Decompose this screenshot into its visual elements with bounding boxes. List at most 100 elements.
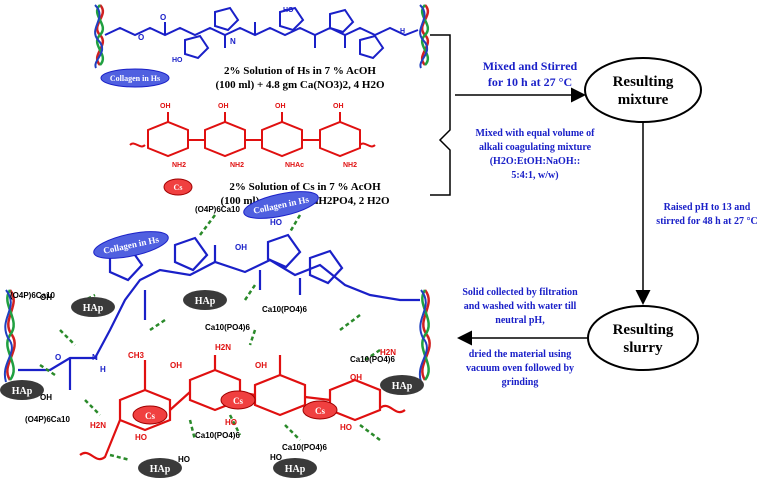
step1-line2: for 10 h at 27 °C xyxy=(488,75,572,89)
svg-text:OH: OH xyxy=(255,361,267,370)
step4-line3: neutral pH, xyxy=(495,315,545,326)
cs-badge: Cs xyxy=(302,400,338,420)
step5-line3: grinding xyxy=(502,377,539,388)
svg-text:H: H xyxy=(100,365,106,374)
atom-ho: HO xyxy=(283,7,294,14)
chitosan-atoms-top: OH OH OH OH NH2 NH2 NHAc NH2 xyxy=(160,103,357,169)
svg-text:N: N xyxy=(92,353,98,362)
svg-text:HAp: HAp xyxy=(195,296,216,307)
atom-nh2: NH2 xyxy=(230,162,244,169)
collagen-atoms-top: O O HO HO N H xyxy=(138,7,405,64)
cs-label: Cs xyxy=(174,183,183,192)
atom-ho: HO xyxy=(172,57,183,64)
svg-text:HAp: HAp xyxy=(392,381,413,392)
step2-line2: alkali coagulating mixture xyxy=(479,142,592,153)
hap-particle: HAp xyxy=(273,458,317,478)
collagen-hs-badge: Collagen in Hs xyxy=(243,191,319,219)
svg-text:OH: OH xyxy=(40,393,52,402)
svg-text:Cs: Cs xyxy=(145,411,155,421)
svg-text:(O4P)6Ca10: (O4P)6Ca10 xyxy=(10,291,55,300)
collagen-hs-badge-top: Collagen in Hs xyxy=(100,68,170,88)
svg-text:(O4P)6Ca10: (O4P)6Ca10 xyxy=(195,205,240,214)
svg-text:HO: HO xyxy=(135,433,147,442)
svg-text:Ca10(PO4)6: Ca10(PO4)6 xyxy=(262,305,307,314)
atom-oh: OH xyxy=(160,103,171,110)
atom-oh: OH xyxy=(333,103,344,110)
cs-badge-top: Cs xyxy=(163,178,193,196)
hs-solution-line2: (100 ml) + 4.8 gm Ca(NO3)2, 4 H2O xyxy=(215,79,385,91)
svg-text:Cs: Cs xyxy=(315,406,325,416)
svg-text:HAp: HAp xyxy=(83,303,104,314)
ca-phosphate-labels: (O4P)6Ca10 (O4P)6Ca10 (O4P)6Ca10 Ca10(PO… xyxy=(10,205,395,452)
collagen-hs-label: Collagen in Hs xyxy=(110,74,160,83)
svg-text:OH: OH xyxy=(350,373,362,382)
svg-text:HO: HO xyxy=(178,455,190,464)
svg-text:Ca10(PO4)6: Ca10(PO4)6 xyxy=(282,443,327,452)
svg-text:HO: HO xyxy=(340,423,352,432)
svg-text:H2N: H2N xyxy=(90,421,106,430)
svg-text:HAp: HAp xyxy=(12,386,33,397)
svg-text:HO: HO xyxy=(270,453,282,462)
step3-line2: stirred for 48 h at 27 °C xyxy=(656,216,757,227)
atom-o: O xyxy=(160,13,166,22)
step5-line1: dried the material using xyxy=(469,349,572,360)
svg-text:(O4P)6Ca10: (O4P)6Ca10 xyxy=(25,415,70,424)
atom-oh: OH xyxy=(275,103,286,110)
collagen-hs-badge: Collagen in Hs xyxy=(93,231,169,259)
svg-text:CH3: CH3 xyxy=(128,351,145,360)
node1-line2: mixture xyxy=(618,92,669,108)
step2-line4: 5:4:1, w/w) xyxy=(511,170,558,181)
chitosan-chain-top xyxy=(129,112,376,158)
svg-text:O: O xyxy=(55,353,61,362)
hap-particle: HAp xyxy=(183,290,227,310)
svg-text:Cs: Cs xyxy=(233,396,243,406)
svg-text:Ca10(PO4)6: Ca10(PO4)6 xyxy=(205,323,250,332)
svg-text:OH: OH xyxy=(40,293,52,302)
composite-atom-labels: N H CH3 O OH OH OH HO H2N H2N H2N OH OH … xyxy=(40,218,396,464)
svg-text:HO: HO xyxy=(225,418,237,427)
hap-particle: HAp xyxy=(71,297,115,317)
node1-line1: Resulting xyxy=(613,74,674,90)
node2-line2: slurry xyxy=(623,340,663,356)
svg-text:Ca10(PO4)6: Ca10(PO4)6 xyxy=(350,355,395,364)
atom-nh2: NH2 xyxy=(343,162,357,169)
atom-n: N xyxy=(230,37,236,46)
step2-line3: (H2O:EtOH:NaOH:: xyxy=(490,156,581,167)
node-resulting-mixture: Resulting mixture xyxy=(584,57,702,123)
step4-line2: and washed with water till xyxy=(464,301,577,312)
hap-particle: HAp xyxy=(380,375,424,395)
collagen-backbone-top xyxy=(104,6,419,60)
svg-text:HO: HO xyxy=(270,218,282,227)
step3-line1: Raised pH to 13 and xyxy=(664,202,751,213)
svg-text:Ca10(PO4)6: Ca10(PO4)6 xyxy=(195,431,240,440)
cs-badge: Cs xyxy=(220,390,256,410)
svg-text:OH: OH xyxy=(170,361,182,370)
dna-helix-bottom xyxy=(3,289,431,383)
svg-text:OH: OH xyxy=(235,243,247,252)
collagen-backbone-bottom xyxy=(18,233,420,390)
svg-text:HAp: HAp xyxy=(150,464,171,475)
cs-solution-line1: 2% Solution of Cs in 7 % AcOH xyxy=(229,181,381,193)
atom-nh2: NH2 xyxy=(172,162,186,169)
atom-oh: OH xyxy=(218,103,229,110)
step5-line2: vacuum oven followed by xyxy=(466,363,574,374)
svg-text:H2N: H2N xyxy=(215,343,231,352)
atom-nhac: NHAc xyxy=(285,162,304,169)
node2-line1: Resulting xyxy=(613,322,674,338)
step4-line1: Solid collected by filtration xyxy=(462,287,578,298)
hap-particle: HAp xyxy=(0,380,44,400)
atom-h: H xyxy=(400,28,405,35)
merge-brace xyxy=(430,34,451,196)
dna-helix-top xyxy=(94,4,430,69)
hs-solution-line1: 2% Solution of Hs in 7 % AcOH xyxy=(224,65,376,77)
step2-line1: Mixed with equal volume of xyxy=(476,128,596,139)
svg-text:H2N: H2N xyxy=(380,348,396,357)
atom-o: O xyxy=(138,33,144,42)
step1-line1: Mixed and Stirred xyxy=(483,59,578,73)
node-resulting-slurry: Resulting slurry xyxy=(587,305,699,371)
cs-badge: Cs xyxy=(132,405,168,425)
svg-text:HAp: HAp xyxy=(285,464,306,475)
hydrogen-bonds xyxy=(39,214,381,462)
hap-particle: HAp xyxy=(138,458,182,478)
